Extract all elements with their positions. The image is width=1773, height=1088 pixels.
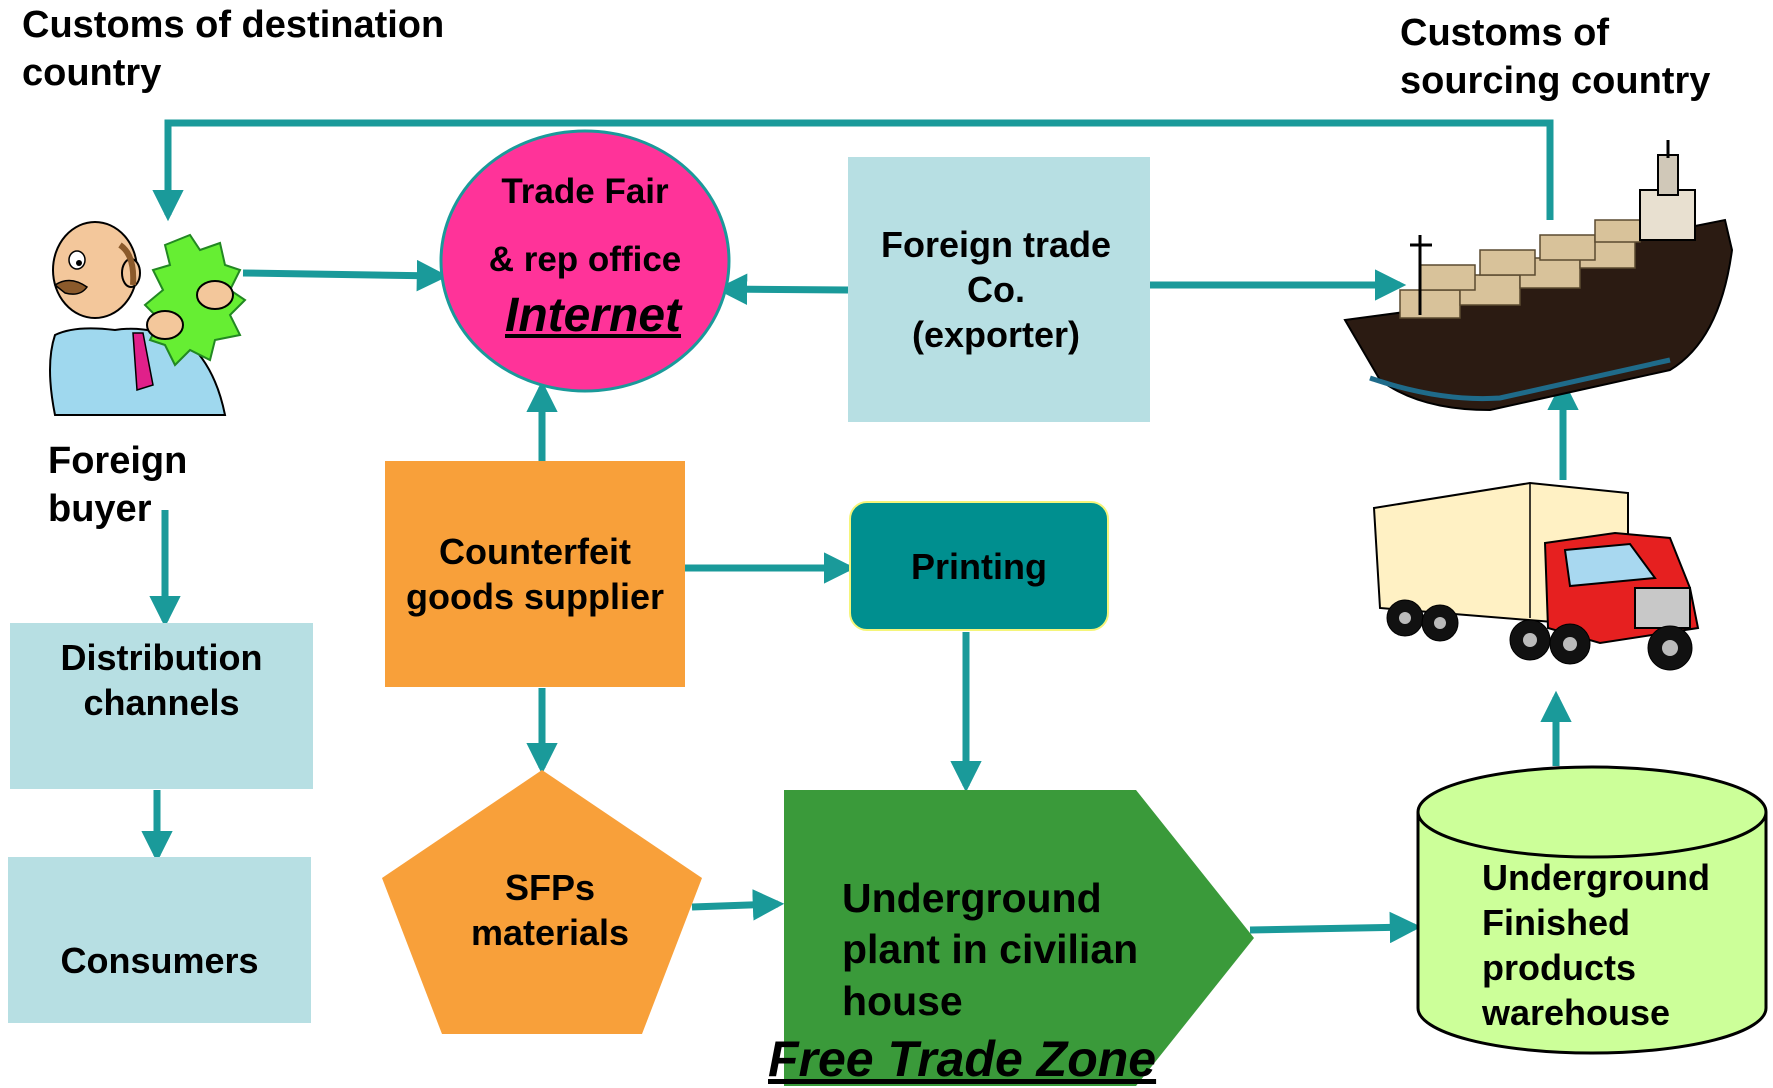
foreign-trade-co-box: Foreign trade Co. (exporter) bbox=[848, 157, 1150, 422]
sfps-pentagon bbox=[382, 770, 702, 1034]
warehouse-label: Underground Finished products warehouse bbox=[1482, 857, 1710, 1033]
truck-illustration bbox=[1372, 481, 1700, 671]
arrow-ship-to-buyer bbox=[152, 119, 1554, 222]
internet-label: Internet bbox=[505, 289, 682, 342]
arrow-tradeco-to-tradefair bbox=[715, 273, 849, 305]
trade-fair-line1: Trade Fair bbox=[501, 172, 669, 211]
cargo-ship-illustration bbox=[1343, 140, 1734, 412]
printing-box: Printing bbox=[849, 501, 1109, 631]
arrow-sfps-to-plant bbox=[691, 889, 785, 921]
trade-fair-line2: & rep office bbox=[488, 240, 682, 279]
foreign-buyer-label: Foreign buyer bbox=[48, 440, 188, 530]
arrow-buyer-to-tradefair bbox=[242, 259, 449, 292]
free-trade-zone-label: Free Trade Zone bbox=[768, 1031, 1157, 1087]
arrow-plant-to-warehouse bbox=[1249, 911, 1422, 944]
customs-destination-label: Customs of destination country bbox=[22, 4, 445, 94]
customs-sourcing-label: Customs of sourcing country bbox=[1400, 12, 1711, 102]
distribution-channels-box: Distribution channels bbox=[10, 623, 313, 789]
sfps-materials-label: SFPs materials bbox=[470, 867, 630, 953]
foreign-trade-co-label: Foreign trade Co. (exporter) bbox=[880, 224, 1112, 355]
warehouse-cylinder bbox=[1416, 765, 1768, 1055]
underground-plant-label: Underground plant in civilian house bbox=[842, 875, 1139, 1024]
underground-plant-shape bbox=[784, 790, 1254, 1086]
consumers-box: Consumers bbox=[8, 857, 311, 1023]
counterfeit-supplier-box: Counterfeit goods supplier bbox=[385, 461, 685, 687]
foreign-buyer-illustration bbox=[49, 221, 247, 416]
trade-fair-circle bbox=[439, 129, 731, 393]
